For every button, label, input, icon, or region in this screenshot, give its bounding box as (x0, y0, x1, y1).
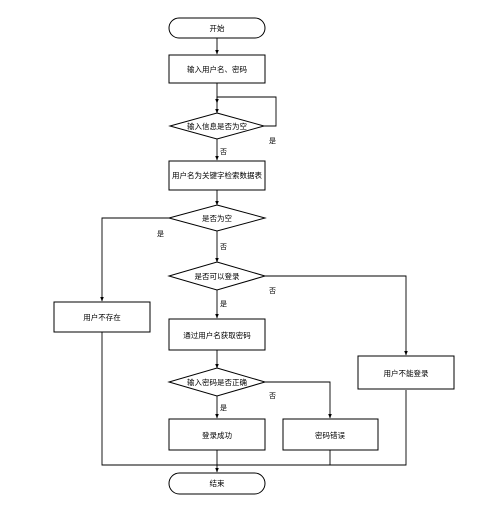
edge-label-result-yes: 是 (157, 230, 164, 238)
edge-not-exist-to-end (101, 332, 407, 466)
node-get-password-label: 通过用户名获取密码 (183, 330, 251, 340)
edge-label-check-empty-no: 否 (220, 148, 227, 156)
node-end-label: 结束 (210, 478, 225, 488)
node-check-password-label: 输入密码是否正确 (187, 377, 247, 387)
edge-label-check-pass-yes: 是 (220, 404, 227, 412)
edge-label-can-login-yes: 是 (220, 300, 227, 308)
node-check-can-login: 是否可以登录 (167, 261, 267, 291)
edge-label-check-pass-no: 否 (269, 392, 276, 400)
node-search-table-label: 用户名为关键字检索数据表 (172, 170, 262, 180)
node-search-table: 用户名为关键字检索数据表 (168, 160, 266, 191)
node-user-not-exist: 用户不存在 (53, 301, 151, 333)
edge-loop-yes (215, 96, 277, 127)
node-input-user-pass-label: 输入用户名、密码 (187, 64, 247, 74)
edge-check-pass-no (265, 381, 332, 419)
node-password-error-label: 密码错误 (315, 430, 345, 440)
node-check-password: 输入密码是否正确 (167, 367, 267, 397)
node-check-empty-input: 输入信息是否为空 (168, 112, 266, 140)
node-get-password: 通过用户名获取密码 (168, 318, 266, 351)
node-cannot-login-label: 用户不能登录 (384, 368, 429, 378)
node-check-result-empty: 是否为空 (167, 204, 267, 232)
node-password-error: 密码错误 (282, 418, 379, 451)
connectors (100, 38, 408, 473)
node-input-user-pass: 输入用户名、密码 (168, 54, 266, 84)
node-login-success-label: 登录成功 (202, 430, 232, 440)
node-login-success: 登录成功 (168, 418, 266, 451)
edge-can-login-no (265, 275, 408, 356)
edge-label-result-no: 否 (220, 243, 227, 251)
node-check-can-login-label: 是否可以登录 (195, 271, 240, 281)
edge-label-can-login-no: 否 (269, 287, 276, 295)
edge-labels: 是 否 是 否 否 是 否 是 (157, 137, 276, 412)
node-start: 开始 (168, 17, 266, 39)
node-check-empty-input-label: 输入信息是否为空 (187, 121, 247, 131)
node-end: 结束 (168, 472, 266, 495)
edge-result-yes-to-not-exist (100, 217, 169, 302)
node-check-result-empty-label: 是否为空 (202, 213, 232, 223)
node-cannot-login: 用户不能登录 (357, 355, 455, 390)
node-user-not-exist-label: 用户不存在 (83, 312, 121, 322)
node-start-label: 开始 (210, 23, 225, 33)
edge-label-loop-yes: 是 (269, 137, 276, 145)
